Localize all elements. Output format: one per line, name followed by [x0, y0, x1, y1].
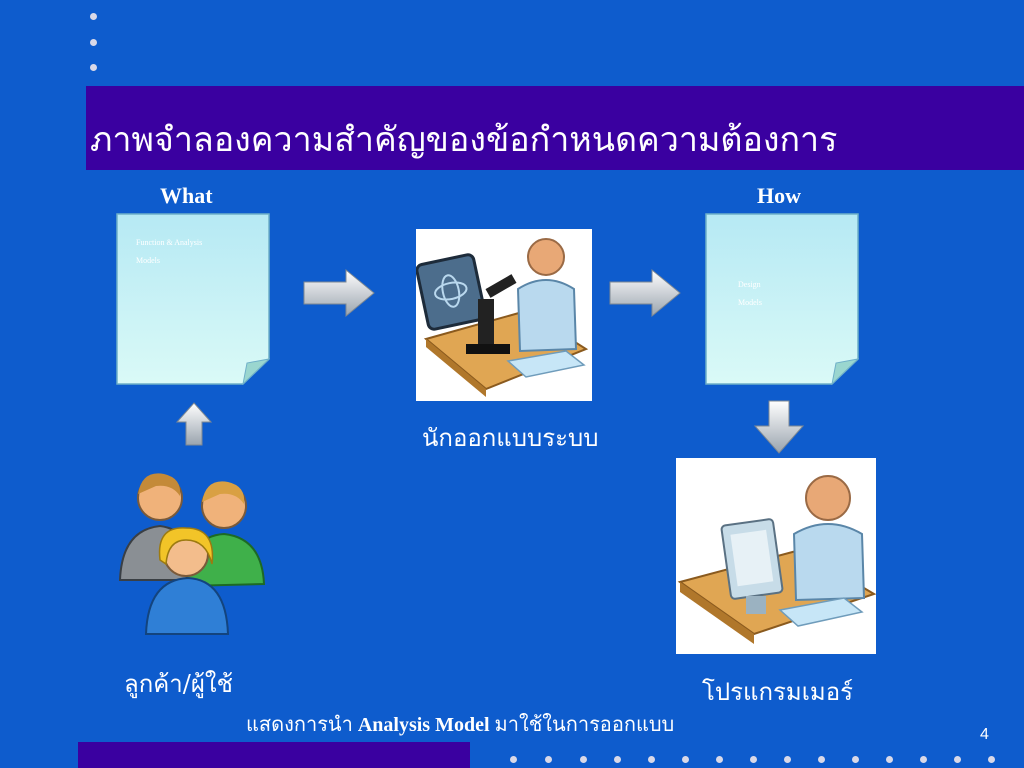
arrow-down-icon — [753, 400, 805, 454]
decor-dot — [90, 13, 97, 20]
design-model-line1: Design — [738, 280, 761, 289]
page-number: 4 — [980, 726, 989, 743]
decor-dot — [90, 39, 97, 46]
caption-prefix: แสดงการนำ — [246, 714, 353, 736]
decor-dot — [818, 756, 825, 763]
caption-suffix: มาใช้ในการออกแบบ — [494, 714, 675, 736]
slide-title: ภาพจำลองความสำคัญของข้อกำหนดความต้องการ — [90, 120, 838, 160]
decor-dot — [784, 756, 791, 763]
arrow-up-icon — [176, 402, 212, 446]
system-designer-image — [415, 229, 592, 401]
decor-dot — [954, 756, 961, 763]
decor-dot — [852, 756, 859, 763]
analysis-model-line1: Function & Analysis — [136, 238, 203, 247]
system-designer-label: นักออกแบบระบบ — [422, 424, 599, 452]
decor-dot — [90, 64, 97, 71]
design-model-text: Design Models — [738, 276, 762, 312]
what-label: What — [160, 183, 213, 208]
how-label: How — [757, 183, 801, 208]
decor-dot — [886, 756, 893, 763]
design-model-document — [705, 213, 859, 385]
decor-dot — [716, 756, 723, 763]
programmer-image — [676, 458, 877, 654]
programmer-computer-icon — [677, 475, 877, 644]
analysis-model-line2: Models — [136, 256, 160, 265]
decor-dot — [648, 756, 655, 763]
analysis-model-document — [116, 213, 270, 385]
decor-dot — [988, 756, 995, 763]
decor-dot — [545, 756, 552, 763]
arrow-right-icon — [609, 268, 681, 318]
scientist-microscope-icon — [415, 238, 589, 397]
caption-analysis-model: Analysis Model — [357, 714, 490, 736]
decor-dot — [750, 756, 757, 763]
decor-dot — [614, 756, 621, 763]
decor-dot — [682, 756, 689, 763]
design-model-line2: Models — [738, 298, 762, 307]
decor-dot — [510, 756, 517, 763]
title-band — [86, 86, 1024, 170]
users-group-icon — [118, 473, 266, 635]
bottom-band — [78, 742, 470, 768]
arrow-right-icon — [303, 268, 375, 318]
customer-label: ลูกค้า/ผู้ใช้ — [124, 670, 233, 698]
programmer-label: โปรแกรมเมอร์ — [702, 678, 854, 706]
decor-dot — [920, 756, 927, 763]
slide-caption: แสดงการนำ Analysis Model มาใช้ในการออกแบ… — [246, 708, 674, 740]
decor-dot — [580, 756, 587, 763]
analysis-model-text: Function & Analysis Models — [136, 234, 202, 270]
